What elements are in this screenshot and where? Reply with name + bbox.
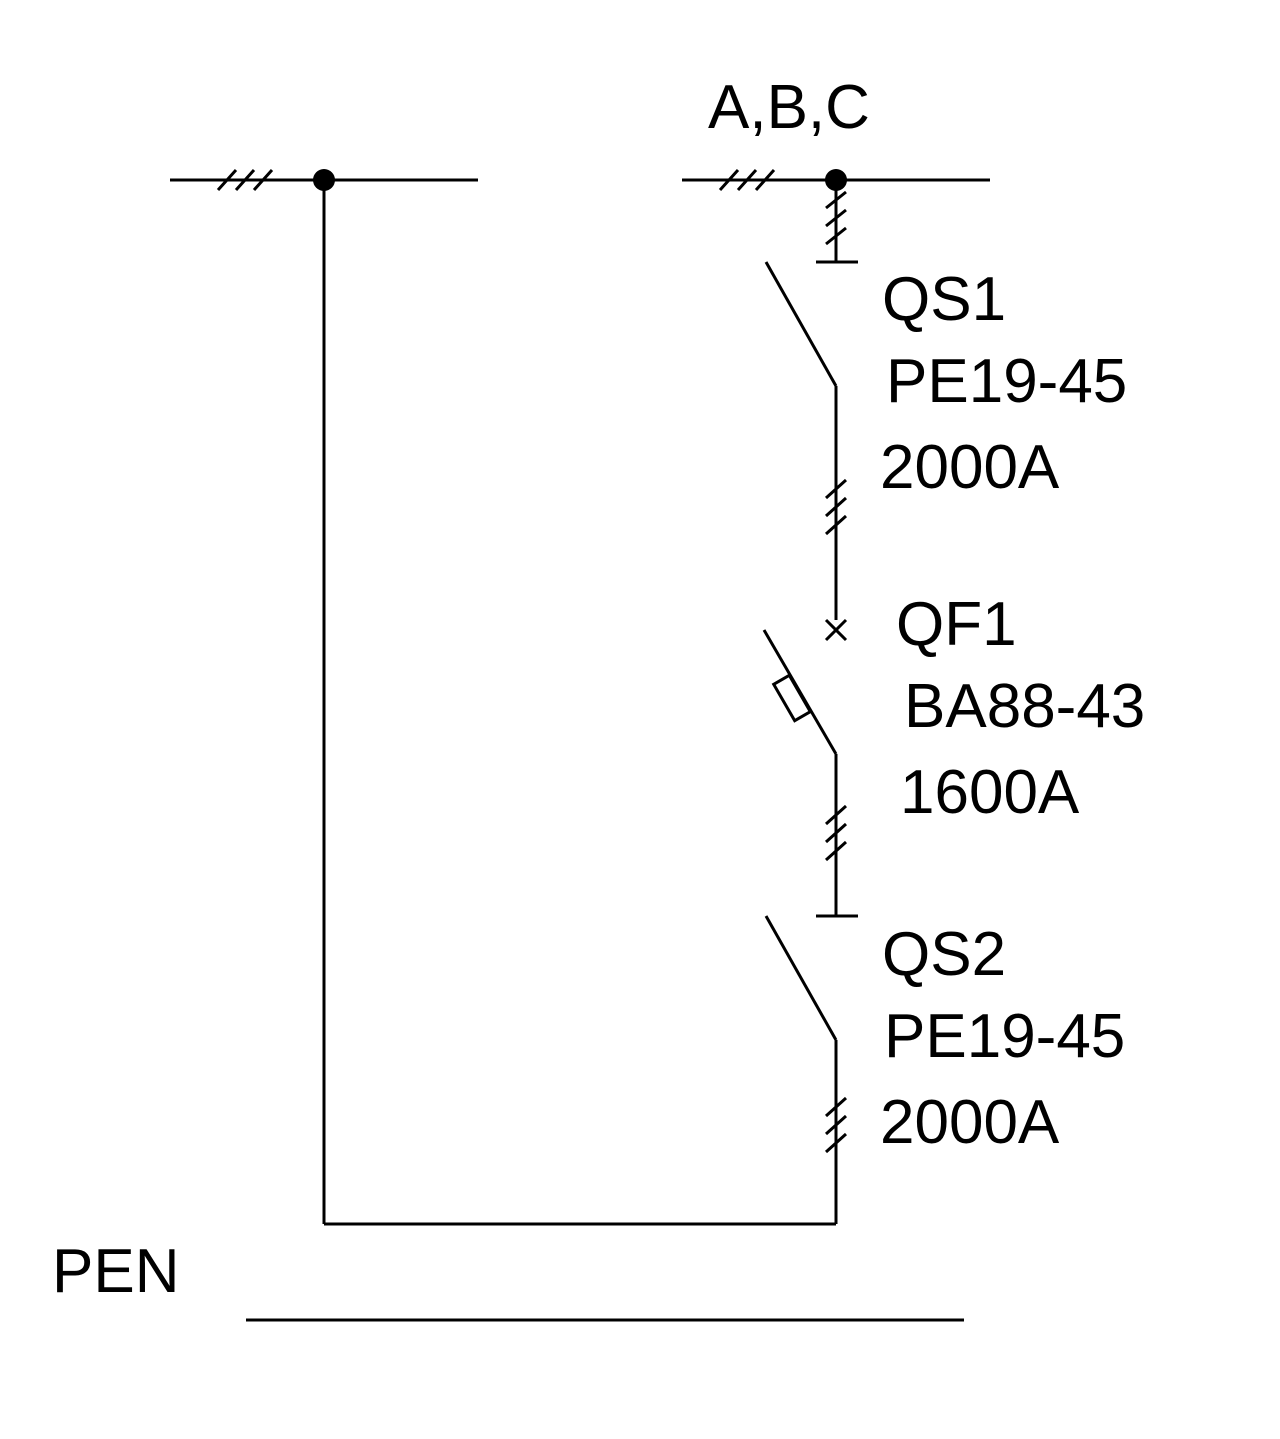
qf1-rating-label: 1600A (900, 758, 1080, 827)
qf1-label-group: QF1 BA88-43 1600A (896, 590, 1145, 827)
qf1-model-label: BA88-43 (904, 672, 1145, 741)
qs2-rating-label: 2000A (880, 1088, 1060, 1157)
qs1-id-label: QS1 (882, 265, 1006, 334)
qs2-label-group: QS2 PE19-45 2000A (880, 920, 1125, 1157)
qs1-switch-symbol (764, 261, 848, 620)
qs2-model-label: PE19-45 (884, 1002, 1125, 1071)
qs2-switch-symbol (764, 915, 848, 1224)
qs1-rating-label: 2000A (880, 433, 1060, 502)
feeder-top-segment (816, 180, 858, 264)
phase-label: A,B,C (708, 73, 870, 142)
qf1-breaker-symbol (762, 618, 858, 918)
qs1-label-group: QS1 PE19-45 2000A (880, 265, 1127, 502)
pen-label: PEN (52, 1237, 179, 1306)
qs1-model-label: PE19-45 (886, 347, 1127, 416)
qf1-trip-element (771, 673, 813, 723)
qs2-id-label: QS2 (882, 920, 1006, 989)
qf1-id-label: QF1 (896, 590, 1017, 659)
